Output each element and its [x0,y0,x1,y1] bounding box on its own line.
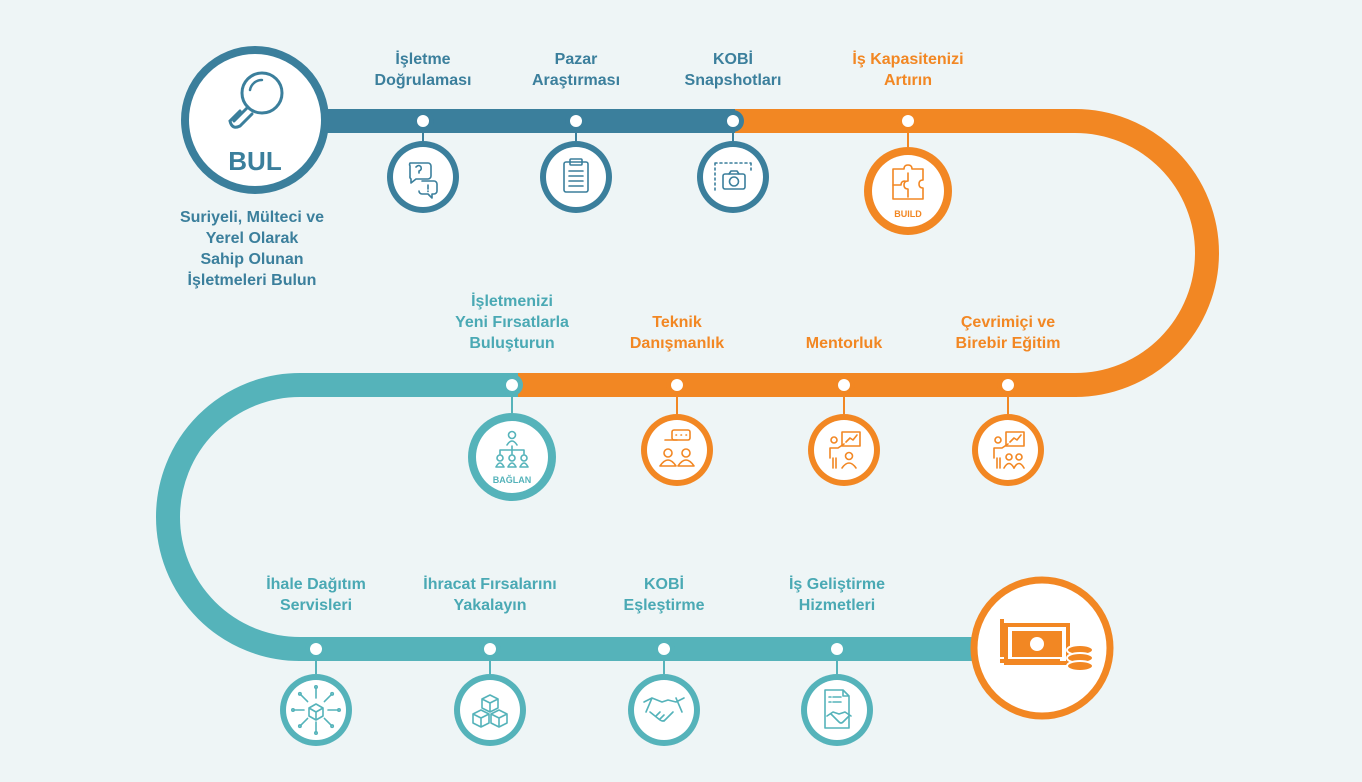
label-line: KOBİ [644,576,684,593]
end-node [970,576,1114,720]
label-mentoring: Mentorluk [806,333,882,354]
row3-node-3 [628,638,700,746]
camera-icon [714,162,752,192]
row1-node-4: BUILD [864,110,952,235]
label-line: İş Geliştirme [788,576,886,593]
find-description-line: Yerel Olarak [205,230,299,247]
row2-node-3 [808,374,880,486]
icon-disc [647,420,707,480]
label-line: Teknik [652,314,702,331]
find-title: BUL [228,146,282,176]
row2-node-4 [972,374,1044,486]
icon-disc [807,680,867,740]
path-dot-center [484,643,496,655]
label-line: İşletme [395,51,451,68]
question-chat-icon [408,162,438,199]
label-sme-snapshots: KOBİ Snapshotları [685,49,782,91]
row3-node-4 [801,638,873,746]
find-node: BUL [181,46,329,194]
label-line: Danışmanlık [629,335,725,352]
path-dot-center [902,115,914,127]
label-line: Birebir Eğitim [955,335,1061,352]
icon-disc [476,421,548,493]
label-export-opportunities: İhracat Fırsalarını Yakalayın [423,574,556,616]
path-curve-right [1074,109,1219,397]
path-dot-center [506,379,518,391]
label-online-training: Çevrimiçi ve Birebir Eğitim [956,312,1061,354]
label-technical-consulting: Teknik Danışmanlık [630,312,724,354]
magnifier-icon [228,71,284,129]
label-line: Mentorluk [805,335,883,352]
icon-disc [393,147,453,207]
network-icon [495,430,529,468]
label-line: Çevrimiçi ve [960,314,1056,331]
label-market-research: Pazar Araştırması [532,49,620,91]
row3-node-2 [454,638,526,746]
label-line: Buluşturun [469,335,555,352]
label-line: Snapshotları [684,72,782,89]
icon-disc [634,680,694,740]
path-dot-center [417,115,429,127]
label-business-verification: İşletme Doğrulaması [375,49,472,91]
label-tender-distribution: İhale Dağıtım Servisleri [266,574,366,616]
money-coins-icon [1000,619,1094,672]
path-segment-teal-bottom [298,637,988,661]
label-line: Yeni Fırsatlarla [455,314,569,331]
label-line: Araştırması [531,72,621,89]
label-increase-capacity: İş Kapasitenizi Artırın [852,49,963,91]
path-curve-left [156,373,301,661]
path-dot-center [831,643,843,655]
path-dot-center [658,643,670,655]
find-description: Suriyeli, Mülteci ve Yerel Olarak Sahip … [180,207,324,291]
label-line: İşletmenizi [471,293,553,310]
label-line: Pazar [554,51,598,68]
consulting-icon [659,429,695,467]
path-segment-orange-middle [515,373,1077,397]
find-description-line: Suriyeli, Mülteci ve [179,209,325,226]
puzzle-icon [892,164,924,200]
presenter-icon [829,431,861,469]
path-dot-center [727,115,739,127]
path-dot-center [1002,379,1014,391]
label-line: Servisleri [279,597,353,614]
row3-node-1 [280,638,352,746]
label-line: Artırın [884,72,932,89]
path-segment-blue [290,109,740,133]
distribution-icon [290,684,341,735]
label-line: İş Kapasitenizi [852,51,964,68]
label-line: Hizmetleri [798,597,876,614]
boxes-icon [472,694,508,728]
row1-node-1 [387,110,459,213]
find-description-line: Sahip Olunan [200,251,304,268]
classroom-icon [993,431,1025,469]
label-business-development: İş Geliştirme Hizmetleri [789,574,885,616]
find-description-line: İşletmeleri Bulun [187,272,317,289]
label-line: İhale Dağıtım [266,576,366,593]
label-line: KOBİ [713,51,753,68]
icon-disc [546,147,606,207]
label-connect-opportunities: İşletmenizi Yeni Fırsatlarla Buluşturun [455,291,569,354]
row1-node-3 [697,110,769,213]
path-dot-center [570,115,582,127]
badge-label: BAĞLAN [493,474,532,485]
label-line: Eşleştirme [623,597,705,614]
label-line: Yakalayın [453,597,527,614]
row1-node-2 [540,110,612,213]
badge-label: BUILD [894,209,922,219]
handshake-icon [643,697,685,722]
label-line: İhracat Fırsalarını [423,576,557,593]
path-segment-teal-middle [300,373,518,397]
icon-disc [978,420,1038,480]
path-dot-center [310,643,322,655]
row2-node-2 [641,374,713,486]
label-line: Doğrulaması [374,72,472,89]
row2-node-1: BAĞLAN [468,374,556,501]
contract-icon [824,689,852,729]
path-dot-center [671,379,683,391]
icon-disc [814,420,874,480]
path-dot-center [838,379,850,391]
label-sme-matching: KOBİ Eşleştirme [624,574,705,616]
clipboard-icon [563,158,589,193]
